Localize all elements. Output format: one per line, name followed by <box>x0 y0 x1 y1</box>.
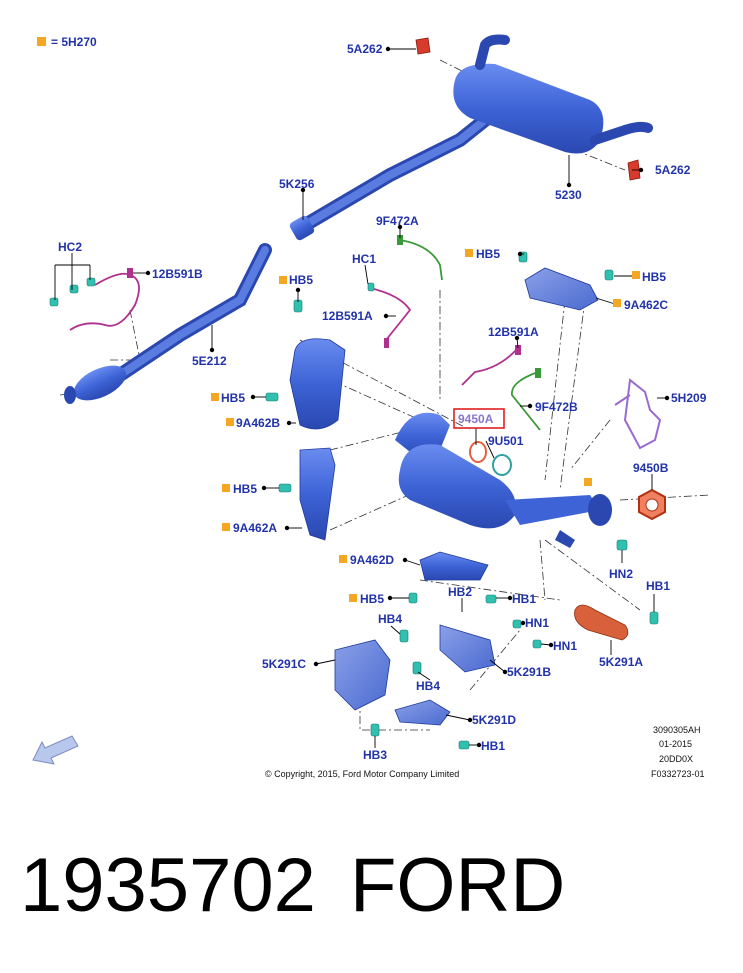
label-hb4-a[interactable]: HB4 <box>378 612 402 626</box>
label-9450b[interactable]: 9450B <box>633 461 669 475</box>
clamp-9u501 <box>492 454 512 476</box>
heat-shield-9a462b <box>289 338 346 430</box>
label-hn2[interactable]: HN2 <box>609 567 633 581</box>
label-5230[interactable]: 5230 <box>555 188 582 202</box>
label-5e212[interactable]: 5E212 <box>192 354 227 368</box>
drawing-code-3: 20DD0X <box>659 754 693 764</box>
heat-shield-5k291b <box>439 624 496 673</box>
label-hb3[interactable]: HB3 <box>363 748 387 762</box>
label-5k291d[interactable]: 5K291D <box>472 713 516 727</box>
label-5a262-right[interactable]: 5A262 <box>655 163 691 177</box>
cap-5a262-top <box>415 37 431 55</box>
label-5a262-top[interactable]: 5A262 <box>347 42 383 56</box>
heat-shield-5k291c <box>334 639 391 711</box>
part-number: 1935702 <box>20 843 316 928</box>
label-9f472b[interactable]: 9F472B <box>535 400 578 414</box>
rear-silencer-5230 <box>453 34 653 154</box>
legend-marker <box>37 37 46 46</box>
gasket-5k291a <box>574 604 629 641</box>
label-hb4-b[interactable]: HB4 <box>416 679 440 693</box>
exhaust-pipe-5k256 <box>289 105 502 241</box>
label-hc2[interactable]: HC2 <box>58 240 82 254</box>
label-hb5-a[interactable]: HB5 <box>289 273 313 287</box>
sensor-9f472b <box>511 368 541 431</box>
label-9a462c[interactable]: 9A462C <box>624 298 668 312</box>
heat-shield-9a462d <box>419 551 489 581</box>
orange-markers <box>211 249 640 602</box>
sensor-12b591a-right <box>461 345 521 386</box>
label-hb1-c[interactable]: HB1 <box>481 739 505 753</box>
label-12b591b[interactable]: 12B591B <box>152 267 203 281</box>
label-5k291b[interactable]: 5K291B <box>507 665 551 679</box>
label-5k291c[interactable]: 5K291C <box>262 657 306 671</box>
label-9u501[interactable]: 9U501 <box>488 434 524 448</box>
label-9a462a[interactable]: 9A462A <box>233 521 277 535</box>
drawing-code-1: 3090305AH <box>653 725 701 735</box>
callout-dots <box>145 46 670 748</box>
label-12b591a-right[interactable]: 12B591A <box>488 325 539 339</box>
label-hn1-a[interactable]: HN1 <box>525 616 549 630</box>
label-5h209[interactable]: 5H209 <box>671 391 707 405</box>
sensor-12b591a-mid <box>369 287 412 348</box>
label-hc1[interactable]: HC1 <box>352 252 376 266</box>
view-direction-arrow-icon <box>32 735 79 765</box>
drawing-code-4: F0332723-01 <box>651 769 705 779</box>
sensor-9f472a <box>397 235 443 281</box>
exhaust-pipe-5e212 <box>64 243 272 404</box>
label-hb2[interactable]: HB2 <box>448 585 472 599</box>
label-9a462b[interactable]: 9A462B <box>236 416 280 430</box>
heat-shield-5k291d <box>394 699 451 726</box>
fastener-clips <box>49 251 659 750</box>
label-hb5-b[interactable]: HB5 <box>476 247 500 261</box>
gasket-9450a <box>469 441 487 463</box>
label-hb1-a[interactable]: HB1 <box>646 579 670 593</box>
label-hb5-c[interactable]: HB5 <box>642 270 666 284</box>
label-5k291a[interactable]: 5K291A <box>599 655 643 669</box>
drawing-code-2: 01-2015 <box>659 739 692 749</box>
copyright-text: © Copyright, 2015, Ford Motor Company Li… <box>265 769 459 779</box>
label-hb5-e[interactable]: HB5 <box>233 482 257 496</box>
label-9a462d[interactable]: 9A462D <box>350 553 394 567</box>
label-9450a[interactable]: 9450A <box>458 412 494 426</box>
label-hn1-b[interactable]: HN1 <box>553 639 577 653</box>
legend-text: = 5H270 <box>51 35 97 49</box>
sensor-12b591b <box>69 268 140 331</box>
bracket-5h209 <box>614 378 662 450</box>
heat-shield-9a462c <box>524 267 599 311</box>
heat-shield-9a462a <box>299 447 336 541</box>
label-9f472a[interactable]: 9F472A <box>376 214 419 228</box>
label-hb5-d[interactable]: HB5 <box>221 391 245 405</box>
label-5k256[interactable]: 5K256 <box>279 177 315 191</box>
catalyst-assembly <box>395 412 612 548</box>
brand-name: FORD <box>350 843 566 928</box>
label-12b591a-mid[interactable]: 12B591A <box>322 309 373 323</box>
label-hb5-f[interactable]: HB5 <box>360 592 384 606</box>
gasket-9450b <box>638 488 666 521</box>
label-hb1-b[interactable]: HB1 <box>512 592 536 606</box>
highlight-box-9450a <box>453 408 505 429</box>
